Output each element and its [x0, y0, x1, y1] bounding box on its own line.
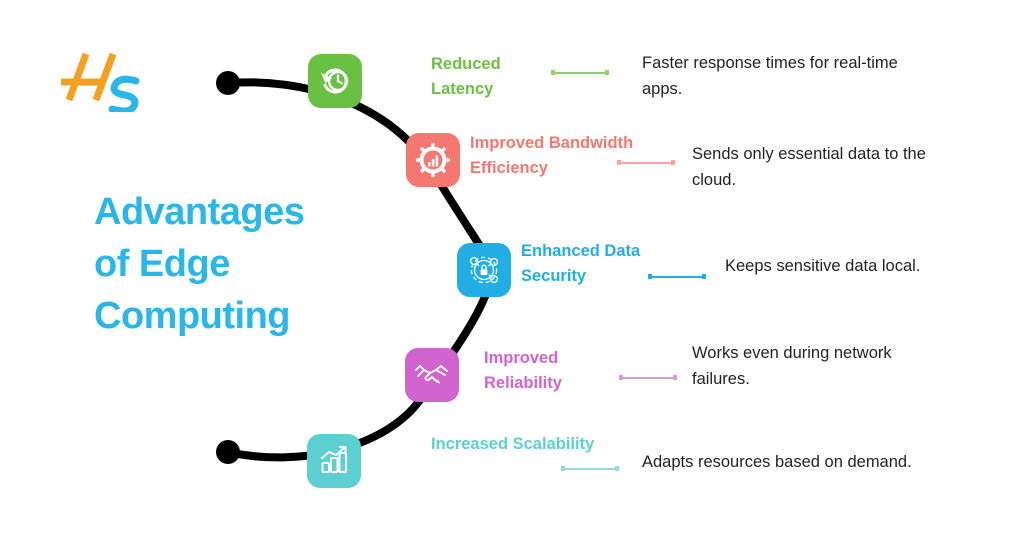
connector-bar	[648, 275, 706, 278]
gear-chart-icon[interactable]	[406, 133, 460, 187]
row-label-line-2: Security	[521, 267, 587, 285]
row-label-improved-reliability: Improved Reliability	[484, 346, 562, 396]
connector-line-increased-scalability	[561, 464, 619, 473]
connector-line-enhanced-data-security	[648, 272, 706, 281]
row-description-line-1: Faster response times for real-time	[642, 54, 898, 72]
network-lock-icon[interactable]	[457, 243, 511, 297]
row-label-enhanced-data-security: Enhanced Data Security	[521, 239, 640, 289]
connector-bar	[617, 161, 675, 164]
row-label-increased-scalability: Increased Scalability	[431, 432, 594, 457]
connector-cap-right	[605, 70, 609, 75]
row-description-line-2: failures.	[692, 370, 750, 388]
row-label-improved-bandwidth-efficiency: Improved Bandwidth Efficiency	[470, 131, 633, 181]
row-description-improved-reliability: Works even during network failures.	[692, 340, 982, 392]
row-description-line-1: Keeps sensitive data local.	[725, 257, 921, 275]
page-title: Advantages of Edge Computing	[94, 186, 394, 342]
page-title-line-3: Computing	[94, 295, 291, 337]
connector-cap-left	[561, 466, 565, 471]
connector-cap-left	[619, 375, 623, 380]
connector-cap-left	[617, 160, 621, 165]
row-description-line-1: Sends only essential data to the	[692, 145, 926, 163]
connector-bar	[551, 71, 609, 74]
hs-logo	[61, 52, 140, 112]
page-title-line-2: of Edge	[94, 243, 230, 285]
spine-dot-top	[216, 71, 240, 95]
growth-bars-icon[interactable]	[307, 434, 361, 488]
row-label-line-1: Improved	[484, 349, 559, 367]
row-description-improved-bandwidth-efficiency: Sends only essential data to the cloud.	[692, 141, 992, 193]
connector-cap-left	[648, 274, 652, 279]
row-label-reduced-latency: Reduced Latency	[431, 52, 501, 102]
connector-cap-right	[671, 160, 675, 165]
connector-cap-right	[615, 466, 619, 471]
row-label-line-1: Enhanced Data	[521, 242, 641, 260]
connector-line-improved-bandwidth-efficiency	[617, 158, 675, 167]
connector-bar	[619, 376, 677, 379]
handshake-icon[interactable]	[405, 348, 459, 402]
page-title-line-1: Advantages	[94, 191, 305, 233]
row-label-line-2: Latency	[431, 80, 494, 98]
row-description-line-2: cloud.	[692, 171, 737, 189]
row-label-line-2: Reliability	[484, 374, 562, 392]
connector-line-reduced-latency	[551, 68, 609, 77]
connector-cap-right	[673, 375, 677, 380]
connector-line-improved-reliability	[619, 373, 677, 382]
row-description-line-1: Works even during network	[692, 344, 892, 362]
row-description-increased-scalability: Adapts resources based on demand.	[642, 449, 972, 475]
row-label-line-1: Improved Bandwidth	[470, 134, 634, 152]
connector-bar	[561, 467, 619, 470]
row-label-line-1: Increased Scalability	[431, 435, 595, 453]
row-label-line-1: Reduced	[431, 55, 501, 73]
row-description-reduced-latency: Faster response times for real-time apps…	[642, 50, 952, 102]
clock-refresh-icon[interactable]	[308, 54, 362, 108]
connector-cap-right	[702, 274, 706, 279]
row-label-line-2: Efficiency	[470, 159, 548, 177]
spine-dot-bottom	[216, 440, 240, 464]
connector-cap-left	[551, 70, 555, 75]
row-description-line-2: apps.	[642, 80, 683, 98]
row-description-enhanced-data-security: Keeps sensitive data local.	[725, 253, 1015, 279]
row-description-line-1: Adapts resources based on demand.	[642, 453, 912, 471]
